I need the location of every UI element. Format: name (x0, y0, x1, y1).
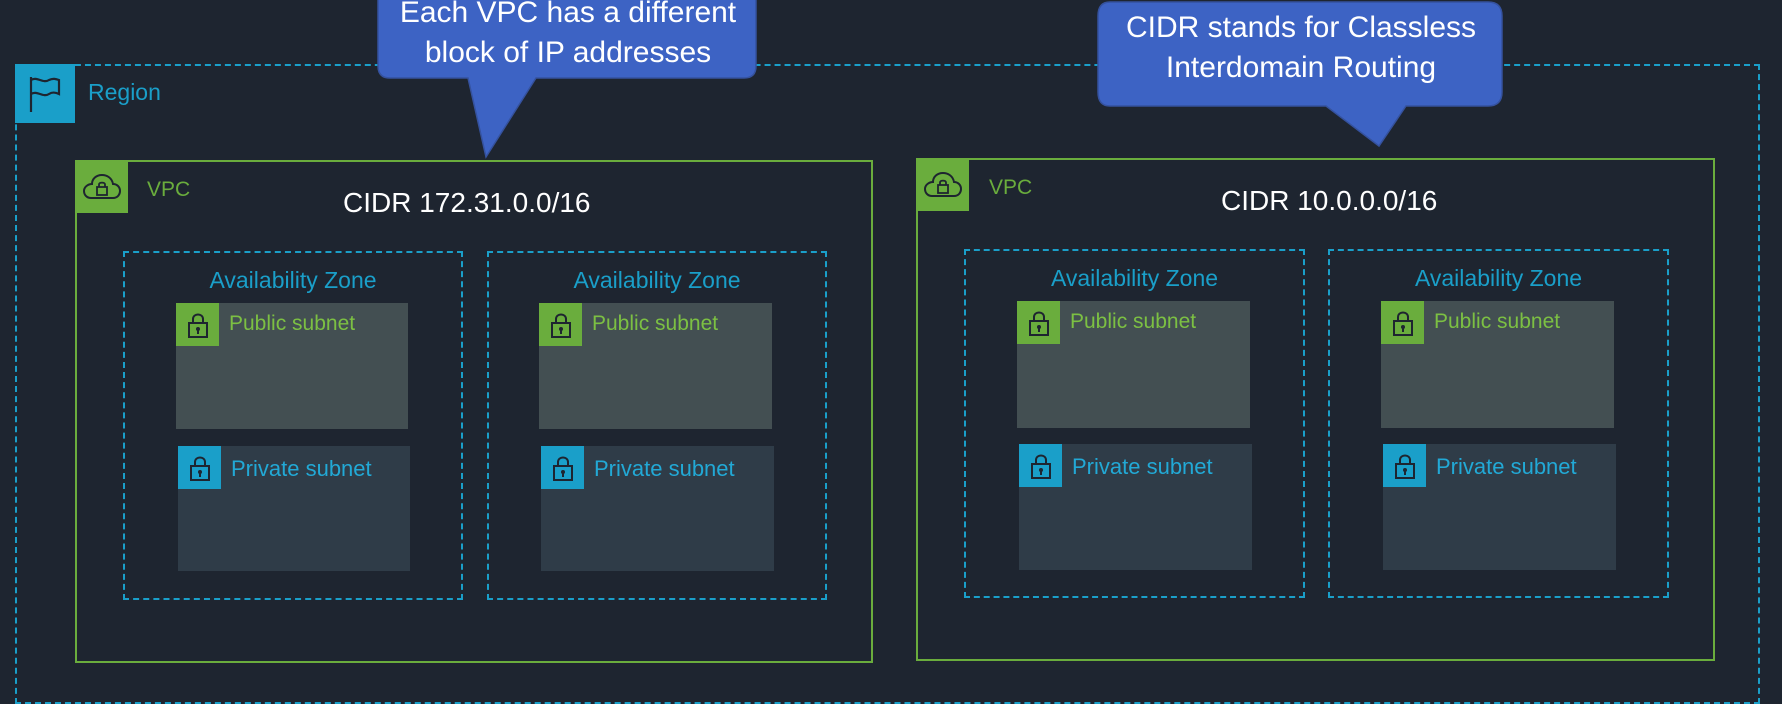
region-label: Region (88, 79, 161, 105)
availability-zone: Availability Zone (1328, 249, 1669, 598)
vpc-box-1 (75, 160, 873, 663)
flag-icon (15, 64, 75, 123)
public-subnet-label: Public subnet (1070, 310, 1197, 333)
lock-icon (541, 446, 584, 489)
vpc-box-2 (916, 158, 1715, 661)
lock-icon (539, 303, 582, 346)
private-subnet-label: Private subnet (231, 456, 372, 481)
public-subnet: Public subnet (1381, 301, 1614, 428)
callout-line: Each VPC has a different (399, 0, 737, 29)
lock-icon (1381, 301, 1424, 344)
availability-zone: Availability Zone (964, 249, 1305, 598)
callout-line: CIDR stands for Classless (1125, 11, 1477, 44)
availability-zone-label: Availability Zone (573, 267, 741, 293)
cidr-label: CIDR 10.0.0.0/16 (1221, 185, 1438, 216)
callout-bubble-2 (1097, 1, 1503, 148)
private-subnet-label: Private subnet (1072, 454, 1213, 479)
vpc-label: VPC (147, 178, 191, 201)
lock-icon (176, 303, 219, 346)
vpc-cloud-lock-icon (75, 160, 128, 213)
callout-line: Interdomain Routing (1165, 51, 1437, 84)
availability-zone-label: Availability Zone (209, 267, 377, 293)
cidr-label: CIDR 172.31.0.0/16 (343, 187, 591, 218)
lock-icon (1019, 444, 1062, 487)
public-subnet-label: Public subnet (592, 312, 719, 335)
callout-text-1: Each VPC has a different block of IP add… (378, 0, 758, 73)
lock-icon (178, 446, 221, 489)
private-subnet: Private subnet (178, 446, 410, 571)
callout-text-2: CIDR stands for Classless Interdomain Ro… (1098, 8, 1504, 88)
availability-zone: Availability Zone (123, 251, 463, 600)
availability-zone: Availability Zone (487, 251, 827, 600)
lock-icon (1383, 444, 1426, 487)
private-subnet: Private subnet (1019, 444, 1252, 570)
availability-zone-label: Availability Zone (1414, 265, 1583, 291)
availability-zone-label: Availability Zone (1050, 265, 1219, 291)
public-subnet-label: Public subnet (1434, 310, 1561, 333)
private-subnet-label: Private subnet (594, 456, 735, 481)
public-subnet: Public subnet (176, 303, 408, 429)
private-subnet: Private subnet (1383, 444, 1616, 570)
callout-line: block of IP addresses (424, 36, 712, 69)
vpc-label: VPC (989, 176, 1033, 199)
public-subnet-label: Public subnet (229, 312, 356, 335)
public-subnet: Public subnet (1017, 301, 1250, 428)
public-subnet: Public subnet (539, 303, 772, 429)
callout-bubble-1 (377, 0, 757, 159)
private-subnet: Private subnet (541, 446, 774, 571)
private-subnet-label: Private subnet (1436, 454, 1577, 479)
vpc-cloud-lock-icon (916, 158, 969, 211)
lock-icon (1017, 301, 1060, 344)
